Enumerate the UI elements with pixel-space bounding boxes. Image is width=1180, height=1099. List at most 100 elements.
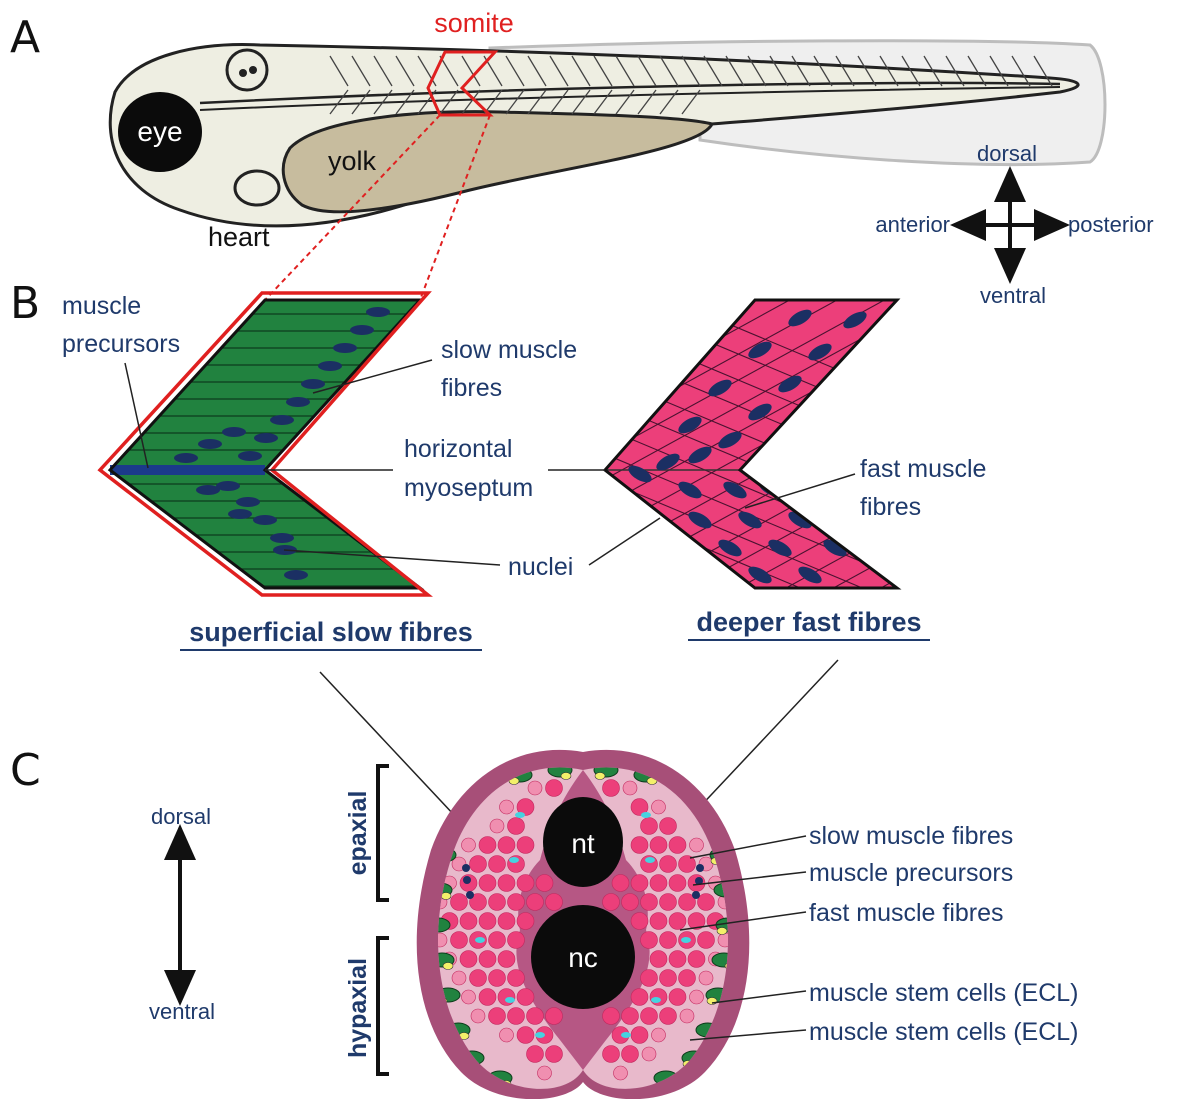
heart xyxy=(235,171,279,205)
muscle-stem-cell xyxy=(707,998,717,1005)
fast-muscle-cell xyxy=(498,913,515,930)
fast-muscle-cell xyxy=(690,990,704,1004)
fast-muscle-cell xyxy=(517,913,534,930)
c-label-muscle-precursors: muscle precursors xyxy=(809,859,1013,887)
interstitial-cell xyxy=(475,937,485,943)
epaxial-label: epaxial xyxy=(344,791,372,876)
nuclei-label: nuclei xyxy=(508,553,573,581)
slow-nucleus xyxy=(198,439,222,449)
fast-muscle-cell xyxy=(470,970,487,987)
slow-nucleus xyxy=(270,533,294,543)
muscle-stem-cell xyxy=(595,773,605,780)
slow-nucleus xyxy=(318,361,342,371)
fast-muscle-cell xyxy=(489,932,506,949)
slow-nucleus xyxy=(196,485,220,495)
slow-muscle-fibres-label-line2: fibres xyxy=(441,374,502,402)
superficial-slow-fibres-title: superficial slow fibres xyxy=(189,617,473,647)
interstitial-cell xyxy=(651,997,661,1003)
c-dorsal-label: dorsal xyxy=(151,804,211,829)
fast-muscle-cell xyxy=(669,913,686,930)
slow-nucleus xyxy=(222,427,246,437)
fast-muscle-cell xyxy=(698,894,715,911)
muscle-precursors-label-line1: muscle xyxy=(62,292,141,320)
fast-muscle-cell xyxy=(508,970,525,987)
fast-muscle-cell xyxy=(603,1046,620,1063)
interstitial-cell xyxy=(681,937,691,943)
fast-muscle-cell xyxy=(641,1008,658,1025)
muscle-stem-cell xyxy=(717,928,727,935)
slow-muscle-fibres-label-line1: slow muscle xyxy=(441,336,577,364)
somite-label: somite xyxy=(434,8,514,38)
c-ventral-label: ventral xyxy=(149,999,215,1024)
panel-label-a: A xyxy=(10,12,40,63)
fast-fibre-line xyxy=(600,634,910,764)
muscle-precursor-band xyxy=(110,465,265,475)
fast-muscle-cell xyxy=(479,837,496,854)
deeper-fast-fibres-title: deeper fast fibres xyxy=(696,607,921,637)
fast-muscle-cell xyxy=(489,970,506,987)
fast-muscle-cell xyxy=(498,989,515,1006)
fast-muscle-cell xyxy=(536,875,553,892)
fast-muscle-cell xyxy=(451,932,468,949)
compass-dorsal: dorsal xyxy=(977,141,1037,166)
fast-muscle-cell xyxy=(603,894,620,911)
slow-nucleus xyxy=(270,415,294,425)
fast-muscle-cell xyxy=(460,913,477,930)
fast-muscle-cell xyxy=(660,856,677,873)
fast-muscle-cell xyxy=(660,932,677,949)
fast-muscle-cell xyxy=(698,932,715,949)
fast-muscle-cell xyxy=(622,1008,639,1025)
interstitial-cell xyxy=(515,812,525,818)
interstitial-cell xyxy=(641,812,651,818)
fast-muscle-cell xyxy=(622,894,639,911)
slow-nucleus xyxy=(228,509,252,519)
slow-nucleus xyxy=(301,379,325,389)
fast-muscle-fibres-label-line1: fast muscle xyxy=(860,455,986,483)
fast-muscle-cell xyxy=(680,1009,694,1023)
fast-muscle-cell xyxy=(631,875,648,892)
fast-muscle-cell xyxy=(641,818,658,835)
fast-muscle-cell xyxy=(652,1028,666,1042)
slow-nucleus xyxy=(284,570,308,580)
nc-label: nc xyxy=(568,942,598,973)
muscle-precursor-cell xyxy=(463,876,471,884)
muscle-precursor-cell xyxy=(692,891,700,899)
fast-muscle-cell xyxy=(508,818,525,835)
fast-muscle-cell xyxy=(612,875,629,892)
hypaxial-label: hypaxial xyxy=(344,958,372,1058)
interstitial-cell xyxy=(535,1032,545,1038)
heart-label: heart xyxy=(208,222,270,252)
otolith xyxy=(249,66,257,74)
fast-muscle-cell xyxy=(669,989,686,1006)
epaxial-bracket xyxy=(378,766,389,900)
fast-muscle-cell xyxy=(546,1008,563,1025)
horizontal-myoseptum-label-line1: horizontal xyxy=(404,435,512,463)
fast-muscle-cell xyxy=(660,1008,677,1025)
fast-muscle-cell xyxy=(500,1028,514,1042)
fast-muscle-cell xyxy=(603,1008,620,1025)
fast-muscle-cell xyxy=(669,875,686,892)
c-label-muscle-stem-cells-1: muscle stem cells (ECL) xyxy=(809,979,1079,1007)
fast-muscle-cell xyxy=(470,856,487,873)
fast-muscle-cell xyxy=(479,913,496,930)
eye-label: eye xyxy=(137,116,182,147)
fast-muscle-cell xyxy=(527,1008,544,1025)
panel-label-c: C xyxy=(10,745,41,796)
fast-muscle-cell xyxy=(631,989,648,1006)
slow-nucleus xyxy=(286,397,310,407)
fast-muscle-cell xyxy=(631,913,648,930)
fast-muscle-cell xyxy=(641,970,658,987)
fast-muscle-cell xyxy=(546,1046,563,1063)
c-label-muscle-stem-cells-2: muscle stem cells (ECL) xyxy=(809,1018,1079,1046)
fast-muscle-cell xyxy=(669,951,686,968)
fast-muscle-cell xyxy=(688,951,705,968)
yolk-label: yolk xyxy=(328,146,377,176)
fast-muscle-cell xyxy=(451,894,468,911)
c-label-fast-muscle-fibres: fast muscle fibres xyxy=(809,899,1004,927)
otolith xyxy=(239,69,247,77)
fast-muscle-cell xyxy=(462,990,476,1004)
fast-muscle-cell xyxy=(489,1008,506,1025)
muscle-stem-cell xyxy=(443,963,453,970)
fast-muscle-cell xyxy=(623,781,637,795)
